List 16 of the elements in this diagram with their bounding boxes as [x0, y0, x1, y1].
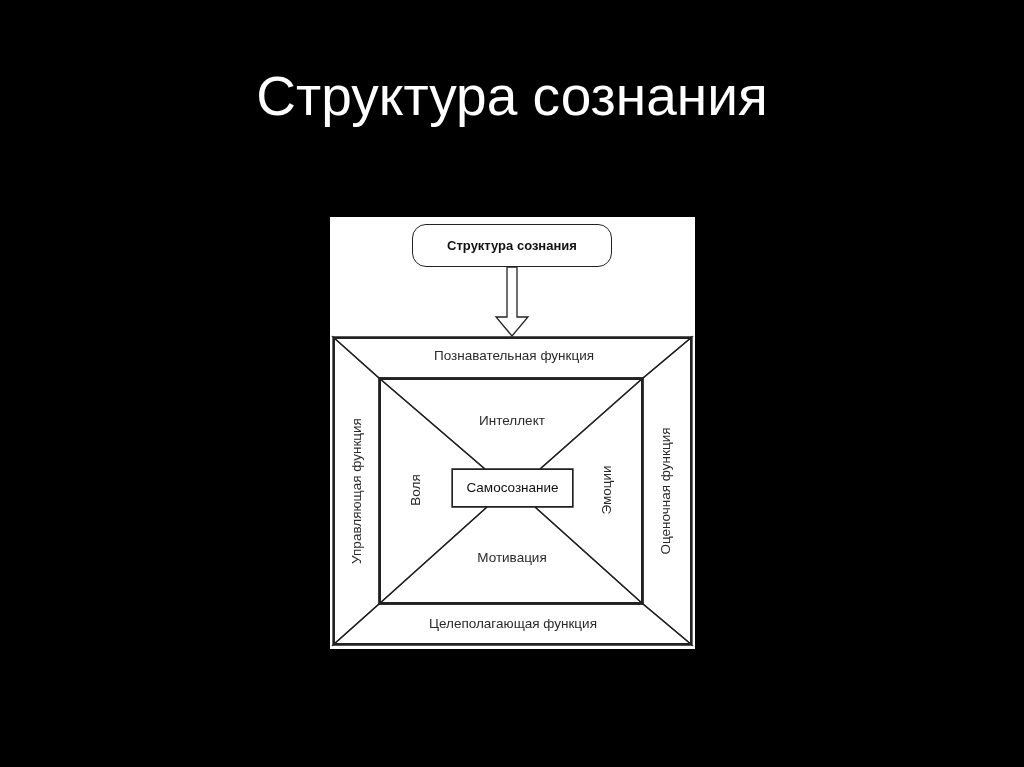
rounded-box — [412, 224, 612, 267]
segment-label: Оценочная функция — [658, 427, 674, 555]
segment-label: Эмоции — [599, 465, 615, 515]
segment-label: Интеллект — [479, 413, 545, 429]
center-box — [452, 469, 573, 507]
box-label: Самосознание — [466, 480, 559, 496]
outer-square-frame — [333, 337, 692, 645]
segment-label: Целеполагающая функция — [429, 616, 597, 632]
box-title: Структура сознания — [447, 237, 577, 254]
segment-label: Воля — [408, 474, 424, 506]
segment-label: Познавательная функция — [433, 348, 595, 364]
inner-square-frame — [379, 378, 643, 604]
slide-title: Структура сознания — [256, 64, 768, 128]
segment-label: Управляющая функция — [349, 418, 365, 564]
block-arrow — [494, 266, 530, 337]
segment-label: Мотивация — [477, 550, 547, 566]
